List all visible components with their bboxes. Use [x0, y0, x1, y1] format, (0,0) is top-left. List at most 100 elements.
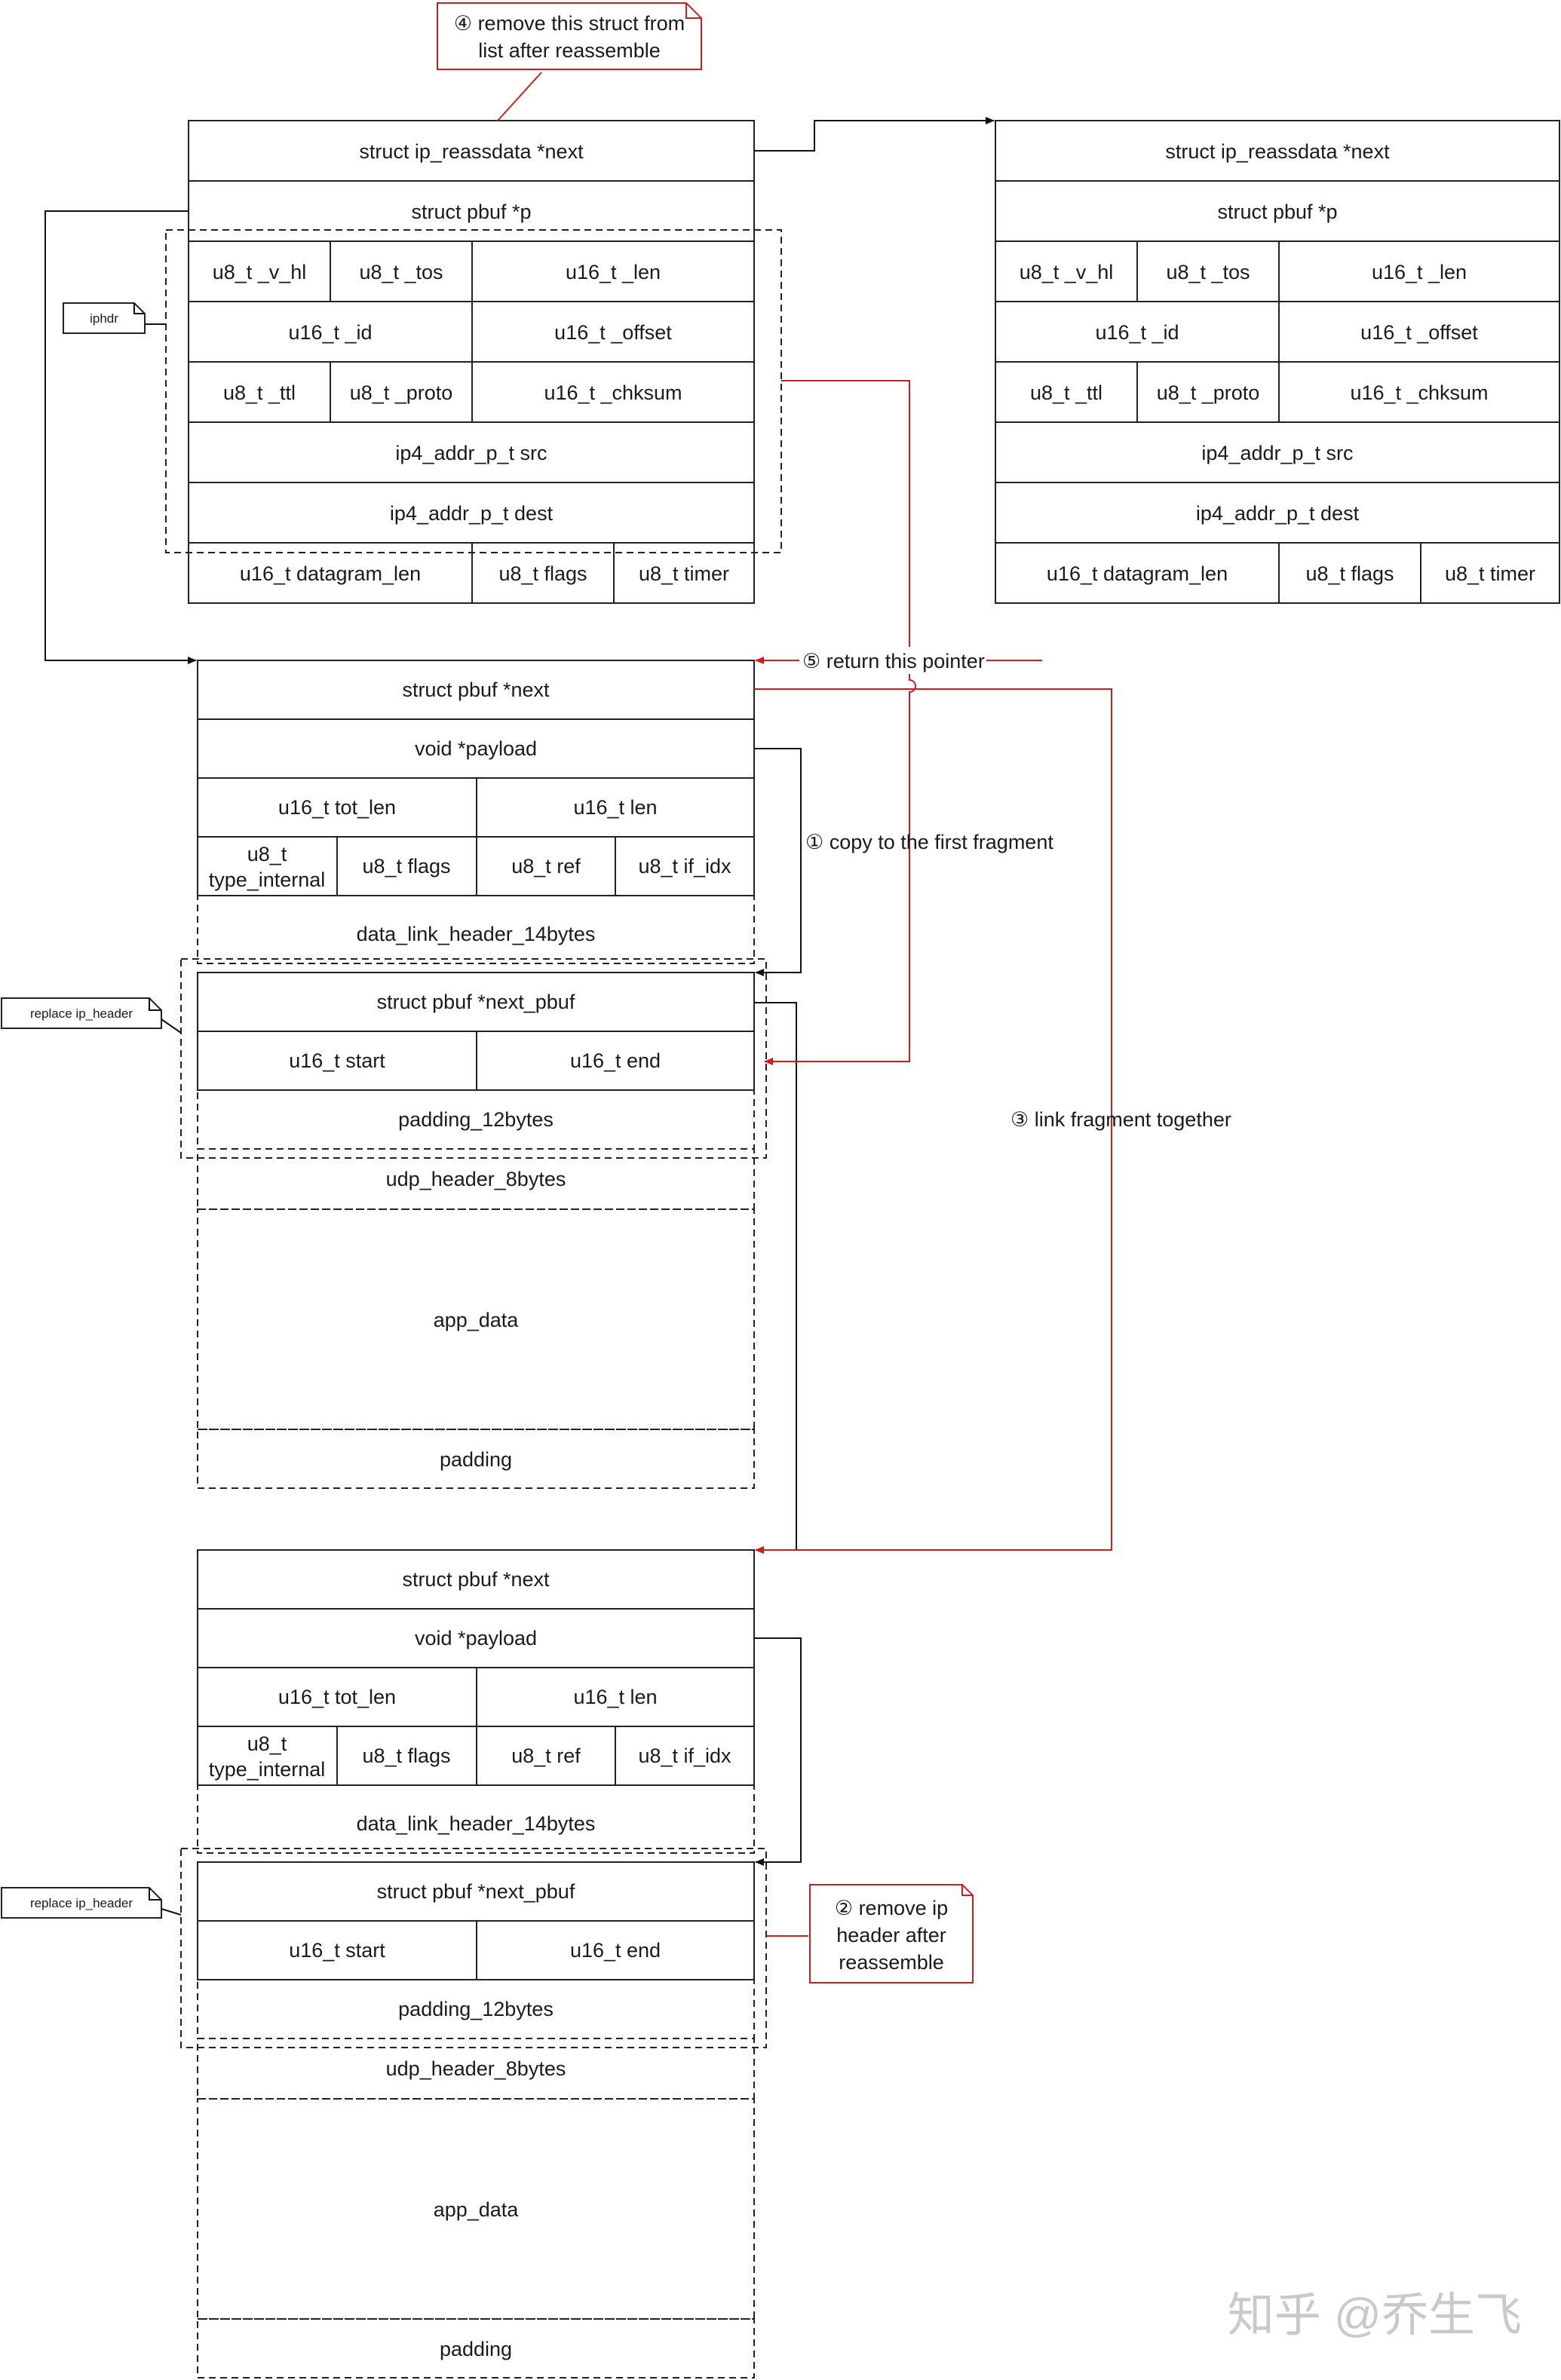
pbuf1-ref-label: u8_t ref — [511, 855, 581, 878]
reass1-dest-cell — [188, 482, 755, 544]
reass2-timer-label: u8_t timer — [1445, 562, 1535, 585]
reass2-next-label: struct ip_reassdata *next — [1165, 140, 1390, 163]
pbuf1-totlen-label: u16_t tot_len — [278, 796, 396, 819]
pbuf1-appdata-label: app_data — [434, 1309, 520, 1331]
step2-text-3: reassemble — [839, 1951, 944, 1974]
reass2-p-label: struct pbuf *p — [1217, 201, 1337, 223]
remove-struct-note-line — [497, 72, 542, 121]
pbuf1-end-cell — [476, 1031, 755, 1091]
reass1-datagram-len-label: u16_t datagram_len — [240, 562, 421, 585]
pbuf1-padding12-label: padding_12bytes — [398, 1108, 554, 1131]
reass2-offset-label: u16_t _offset — [1360, 321, 1478, 344]
reass2-vhl-cell — [995, 240, 1138, 302]
pbuf2-flags-cell — [336, 1726, 477, 1786]
pbuf2-ifidx-label: u8_t if_idx — [638, 1744, 731, 1767]
pbuf2-udp-label: udp_header_8bytes — [386, 2057, 566, 2080]
note-step2: ② remove ip header after reassemble — [809, 1884, 974, 1983]
pbuf1-len-cell — [476, 777, 755, 838]
reass1-vhl-cell — [188, 240, 331, 302]
reass1-next-cell — [188, 120, 755, 182]
pbuf2-flags-label: u8_t flags — [362, 1744, 450, 1767]
replace-ipheader-region-2 — [180, 1848, 767, 2048]
reass2-datagram-len-label: u16_t datagram_len — [1047, 562, 1228, 585]
pbuf2-nextpbuf-label: struct pbuf *next_pbuf — [377, 1880, 575, 1903]
pbuf2-nextpbuf-cell — [197, 1861, 755, 1922]
pbuf1-padding-cell — [197, 1429, 755, 1489]
step3-label: ③ link fragment together — [1011, 1108, 1231, 1131]
pbuf2-type-label-2: type_internal — [209, 1758, 326, 1781]
step2-text-2: header after — [836, 1924, 946, 1947]
reass2-datagram-len-cell — [995, 542, 1280, 604]
reass1-id-cell — [188, 301, 473, 363]
reass1-p-cell — [188, 180, 755, 242]
reass2-vhl-label: u8_t _v_hl — [1020, 261, 1114, 283]
pbuf1-ref-cell — [476, 836, 616, 896]
pbuf-fragment-2: struct pbuf *next void *payload u16_t to… — [197, 1549, 755, 2378]
reass1-dest-label: ip4_addr_p_t dest — [390, 502, 554, 525]
reass1-chksum-label: u16_t _chksum — [544, 381, 682, 404]
pbuf2-len-cell — [476, 1667, 755, 1727]
pbuf1-type-label-1: u8_t — [247, 843, 287, 865]
reass1-ttl-label: u8_t _ttl — [223, 381, 296, 404]
reass1-next-label: struct ip_reassdata *next — [359, 140, 584, 163]
pbuf2-end-label: u16_t end — [570, 1939, 661, 1962]
reass2-src-cell — [995, 421, 1560, 483]
reass1-chksum-cell — [471, 361, 755, 423]
pbuf2-start-label: u16_t start — [289, 1939, 385, 1962]
reass1-offset-label: u16_t _offset — [554, 321, 672, 344]
replace-note-connector-1 — [161, 1018, 182, 1034]
pbuf2-len-label: u16_t len — [573, 1686, 657, 1708]
replace-note-text-1: replace ip_header — [30, 1006, 133, 1021]
reass2-dest-label: ip4_addr_p_t dest — [1196, 502, 1360, 525]
reass-next-link — [754, 117, 995, 152]
pbuf2-next-cell — [197, 1549, 755, 1610]
reass2-dest-cell — [995, 482, 1560, 544]
pbuf2-payload-link — [754, 1637, 802, 1866]
pbuf1-datalink-label: data_link_header_14bytes — [357, 923, 596, 945]
pbuf1-start-cell — [197, 1031, 477, 1091]
pbuf1-nextpbuf-label: struct pbuf *next_pbuf — [377, 991, 575, 1013]
reass2-tos-label: u8_t _tos — [1166, 261, 1250, 283]
pbuf2-datalink-cell — [197, 1784, 755, 1854]
pbuf2-padding-label: padding — [440, 2338, 512, 2360]
pbuf2-padding-cell — [197, 2318, 755, 2378]
step5-label: ⑤ return this pointer — [802, 650, 985, 672]
pbuf2-padding12-label: padding_12bytes — [398, 1998, 554, 2020]
reass1-ttl-cell — [188, 361, 331, 423]
pbuf-fragment-1: struct pbuf *next void *payload u16_t to… — [197, 660, 755, 1489]
reass2-flags-cell — [1278, 542, 1421, 604]
reass1-tos-label: u8_t _tos — [359, 261, 443, 283]
reass1-timer-label: u8_t timer — [639, 562, 729, 585]
reass2-chksum-cell — [1278, 361, 1560, 423]
iphdr-note-text: iphdr — [90, 311, 118, 326]
reass1-len-label: u16_t _len — [566, 261, 661, 283]
note-replace-1: replace ip_header — [1, 997, 182, 1034]
reass1-id-label: u16_t _id — [288, 321, 372, 344]
pbuf2-payload-cell — [197, 1608, 755, 1668]
pbuf2-payload-label: void *payload — [415, 1627, 537, 1649]
pbuf1-nextpbuf-link — [754, 1002, 797, 1554]
replace-note-connector-2 — [161, 1908, 182, 1916]
reass1-flags-label: u8_t flags — [498, 562, 587, 585]
step4-text-2: list after reassemble — [478, 39, 661, 62]
pbuf1-ifidx-cell — [615, 836, 755, 896]
reassdata-struct-1: struct ip_reassdata *next struct pbuf *p… — [188, 120, 755, 604]
pbuf2-next-label: struct pbuf *next — [402, 1568, 550, 1591]
reass2-proto-label: u8_t _proto — [1157, 381, 1260, 404]
zhihu-watermark: 知乎 @乔生飞 — [1228, 2290, 1522, 2342]
iphdr-region — [165, 229, 782, 553]
pbuf2-ref-label: u8_t ref — [511, 1744, 581, 1767]
step2-text-1: ② remove ip — [835, 1897, 948, 1919]
pbuf2-ifidx-cell — [615, 1726, 755, 1786]
note-iphdr: iphdr — [63, 302, 166, 334]
pbuf2-datalink-label: data_link_header_14bytes — [357, 1812, 596, 1835]
reass1-proto-label: u8_t _proto — [350, 381, 453, 404]
reass1-src-label: ip4_addr_p_t src — [395, 442, 547, 464]
reass2-tos-cell — [1136, 240, 1280, 302]
pbuf1-next-cell — [197, 660, 755, 720]
reass2-id-label: u16_t _id — [1095, 321, 1179, 344]
pbuf2-totlen-label: u16_t tot_len — [278, 1686, 396, 1708]
pbuf2-totlen-cell — [197, 1667, 477, 1727]
pbuf1-start-label: u16_t start — [289, 1049, 385, 1072]
